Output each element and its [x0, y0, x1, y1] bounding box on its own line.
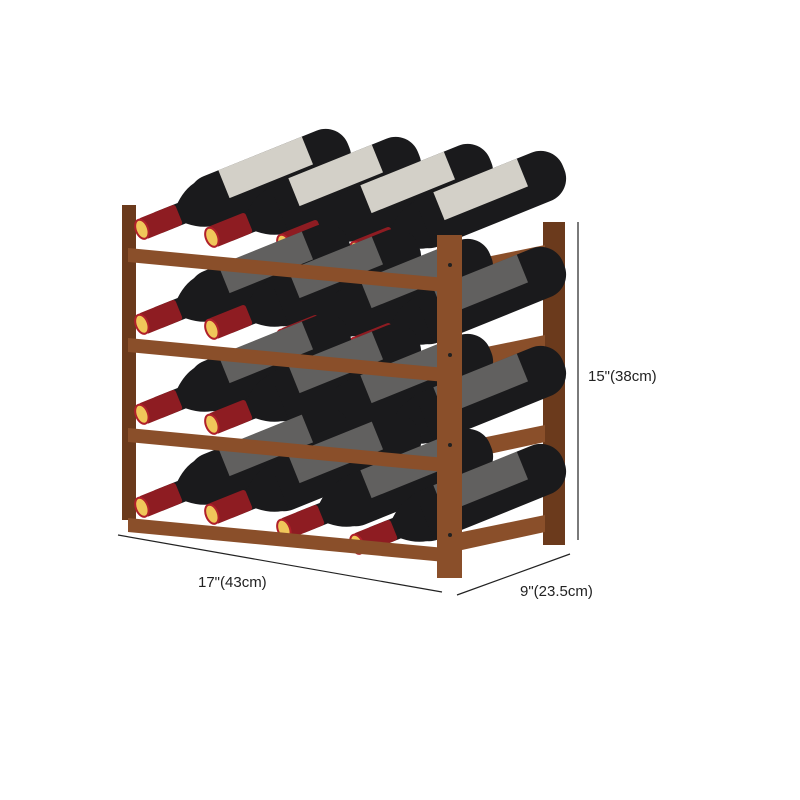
wine-bottle	[134, 128, 352, 240]
bottle-capsule	[208, 489, 253, 524]
depth-label: 9"(23.5cm)	[520, 583, 593, 600]
width-dimension-line	[117, 534, 443, 593]
cork-icon	[204, 413, 220, 435]
front-right-post	[437, 235, 462, 578]
cork-icon	[134, 218, 150, 240]
cork-icon	[134, 313, 150, 335]
bottle-capsule	[208, 212, 253, 247]
front-shelf-rail	[128, 518, 445, 562]
cork-icon	[134, 496, 150, 518]
bottle-capsule	[138, 299, 183, 334]
cork-icon	[204, 226, 220, 248]
bottle-capsule	[208, 399, 253, 434]
wine-bottle	[204, 136, 422, 248]
screw-icon	[448, 443, 452, 447]
bottle-capsule	[138, 204, 183, 239]
front-shelf-rail	[128, 428, 445, 472]
bottle-label	[288, 144, 384, 207]
bottle-label	[288, 236, 384, 299]
wine-bottle	[204, 413, 422, 525]
depth-dimension-line	[456, 553, 571, 596]
screw-icon	[448, 353, 452, 357]
height-label: 15"(38cm)	[588, 368, 657, 385]
screw-icon	[448, 533, 452, 537]
bottle-capsule	[280, 504, 325, 539]
bottle-label	[433, 158, 529, 221]
side-rail	[462, 515, 545, 550]
bottle-label	[360, 151, 456, 214]
bottle-capsule	[138, 389, 183, 424]
width-label: 17"(43cm)	[198, 574, 267, 591]
wine-bottle	[204, 323, 422, 435]
front-shelf-rail	[128, 338, 445, 382]
cork-icon	[204, 503, 220, 525]
bottle-capsule	[138, 482, 183, 517]
bottle-label	[218, 136, 314, 199]
front-shelf-rail	[128, 248, 445, 292]
cork-icon	[204, 318, 220, 340]
dimension-lines	[117, 222, 579, 596]
wine-bottle	[204, 228, 422, 340]
cork-icon	[134, 403, 150, 425]
bottle-capsule	[208, 304, 253, 339]
screw-icon	[448, 263, 452, 267]
